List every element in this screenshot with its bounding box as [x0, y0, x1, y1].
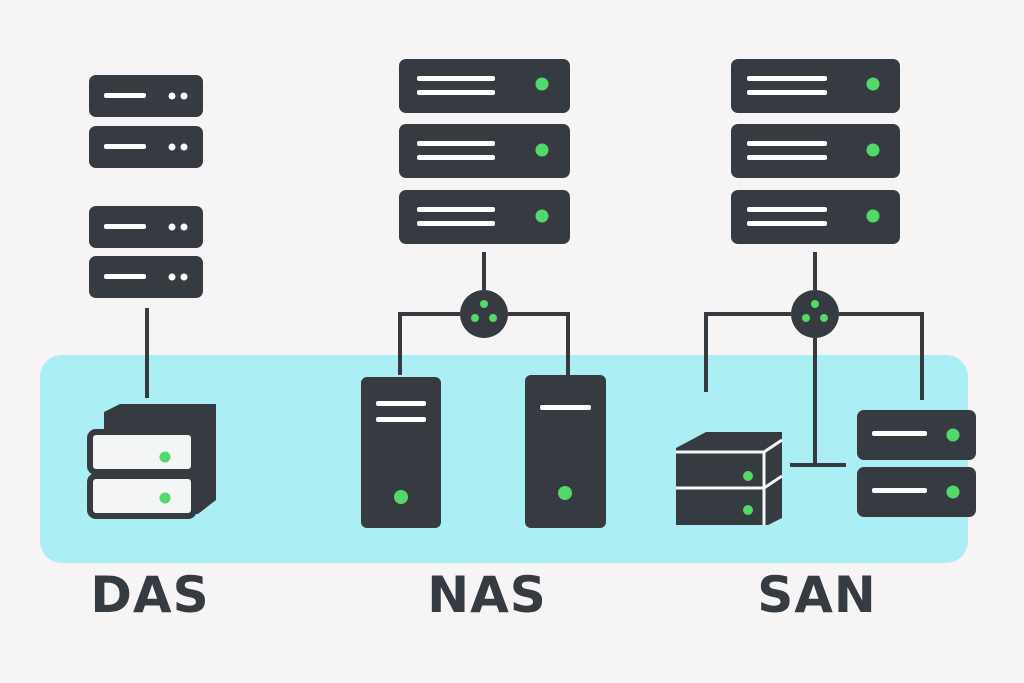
nas-server-3-icon	[399, 190, 570, 244]
nas-tower-1-icon	[361, 377, 441, 528]
san-connector-lines	[704, 252, 924, 467]
nas-server-stack	[399, 59, 570, 244]
das-label: DAS	[90, 566, 210, 624]
san-storage-server-2-icon	[857, 467, 976, 517]
das-server-stack	[89, 75, 203, 298]
san-label: SAN	[757, 566, 877, 624]
san-server-stack	[731, 59, 900, 244]
nas-tower-2-icon	[525, 375, 606, 528]
san-server-2-icon	[731, 124, 900, 178]
san-switch-icon	[791, 290, 839, 338]
nas-switch-icon	[460, 290, 508, 338]
san-server-3-icon	[731, 190, 900, 244]
san-storage-server-1-icon	[857, 410, 976, 460]
das-server-3-icon	[89, 206, 203, 248]
das-server-1-icon	[89, 75, 203, 117]
san-disk-array-icon	[676, 432, 783, 525]
nas-connector-lines	[398, 252, 570, 375]
das-disk-array-icon	[87, 404, 216, 519]
das-server-4-icon	[89, 256, 203, 298]
das-server-2-icon	[89, 126, 203, 168]
nas-server-1-icon	[399, 59, 570, 113]
san-server-1-icon	[731, 59, 900, 113]
nas-label: NAS	[427, 566, 547, 624]
nas-server-2-icon	[399, 124, 570, 178]
